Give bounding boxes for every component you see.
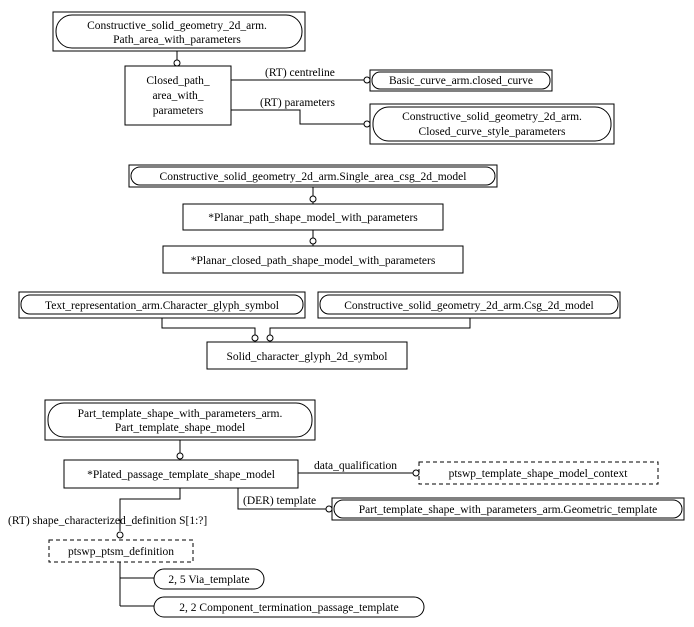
ref-pts-shape-line1: Part_template_shape_with_parameters_arm. (78, 408, 283, 420)
entity-plated-passage-label: *Plated_passage_template_shape_model (87, 469, 275, 481)
ref-path-area-line2: Path_area_with_parameters (113, 34, 241, 46)
ref-path-area-with-parameters[interactable] (52, 11, 306, 52)
entity-plated-passage-template-shape-model[interactable] (63, 459, 299, 489)
ref-via-template[interactable] (153, 568, 265, 590)
ref-basic-curve-closed-curve[interactable] (369, 69, 553, 92)
ref-component-termination-passage-template[interactable] (153, 596, 425, 618)
entity-planar-closed-label: *Planar_closed_path_shape_model_with_par… (191, 255, 436, 267)
relation-centreline: (RT) centreline (265, 67, 335, 79)
ref-curve-style-line1: Constructive_solid_geometry_2d_arm. (402, 111, 582, 123)
entity-closed-path-area-with-parameters[interactable] (124, 65, 232, 126)
ref-via-template-label: 2, 5 Via_template (168, 574, 249, 586)
ref-part-template-shape-model[interactable] (44, 399, 316, 441)
ref-csg-2d-model[interactable] (317, 291, 621, 319)
ref-basic-curve-label: Basic_curve_arm.closed_curve (389, 75, 533, 87)
ref-curve-style-line2: Closed_curve_style_parameters (419, 126, 566, 138)
select-context-label: ptswp_template_shape_model_context (449, 468, 629, 480)
entity-planar-closed-path-shape-model[interactable] (162, 245, 464, 274)
ref-path-area-line1: Constructive_solid_geometry_2d_arm. (87, 20, 267, 32)
entity-solid-character-glyph-2d-symbol[interactable] (206, 341, 408, 370)
relation-parameters: (RT) parameters (260, 97, 336, 109)
select-ptswp-ptsm-definition[interactable] (48, 539, 194, 563)
ref-char-glyph-label: Text_representation_arm.Character_glyph_… (45, 300, 279, 312)
entity-solid-char-label: Solid_character_glyph_2d_symbol (227, 351, 388, 363)
ref-component-termination-label: 2, 2 Component_termination_passage_templ… (179, 602, 398, 614)
select-ptswp-template-shape-model-context[interactable] (418, 461, 659, 485)
relation-shape-characterized: (RT) shape_characterized_definition S[1:… (8, 515, 207, 527)
ref-geometric-template[interactable] (331, 497, 685, 521)
entity-planar-path-label: *Planar_path_shape_model_with_parameters (208, 212, 418, 224)
entity-closed-path-line3: parameters (153, 105, 204, 117)
ref-closed-curve-style-parameters[interactable] (369, 103, 615, 145)
relation-template: (DER) template (243, 495, 316, 507)
entity-closed-path-line2: area_with_ (152, 90, 203, 102)
ref-pts-shape-line2: Part_template_shape_model (115, 422, 245, 434)
select-definition-label: ptswp_ptsm_definition (68, 546, 174, 558)
ref-single-area-label: Constructive_solid_geometry_2d_arm.Singl… (160, 171, 467, 183)
ref-geometric-template-label: Part_template_shape_with_parameters_arm.… (359, 504, 658, 516)
entity-closed-path-line1: Closed_path_ (146, 75, 209, 87)
ref-csg-2d-label: Constructive_solid_geometry_2d_arm.Csg_2… (344, 300, 593, 312)
relation-data-qualification: data_qualification (314, 460, 397, 472)
